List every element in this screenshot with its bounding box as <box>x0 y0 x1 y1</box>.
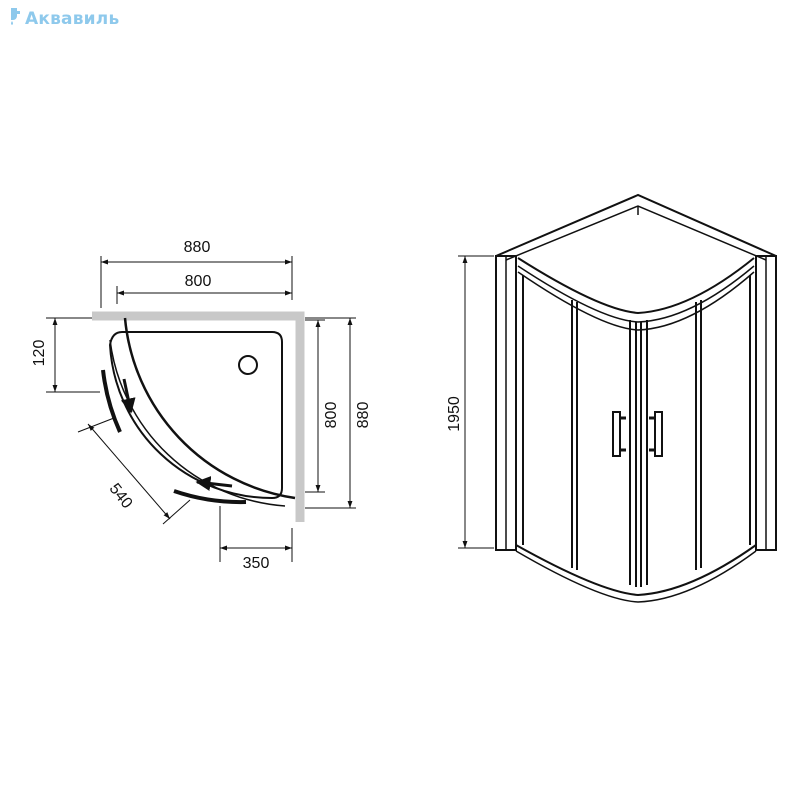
dim-side-offset: 120 <box>31 340 48 367</box>
door-panel-left <box>101 369 122 433</box>
wall-outline <box>92 311 305 522</box>
dim-overall-depth: 880 <box>355 402 372 429</box>
glass-arc-outer <box>123 317 296 500</box>
brand-logo: Аквавиль <box>8 6 119 31</box>
panel-left-door <box>629 320 637 587</box>
arrow-down-icon <box>120 378 136 414</box>
door-panel-bottom <box>173 489 247 505</box>
plan-view: 880 800 120 800 880 540 350 <box>31 239 372 572</box>
dim-inner-width: 800 <box>185 273 212 290</box>
door-handle-icon <box>612 411 626 457</box>
panel-right-door <box>640 320 648 587</box>
dim-door-arc: 540 <box>106 480 136 512</box>
arrow-left-icon <box>195 476 233 491</box>
dim-bottom-offset: 350 <box>243 555 270 572</box>
top-frame-outer <box>495 193 777 257</box>
top-curved-rail <box>517 257 755 315</box>
dim-inner-depth: 800 <box>323 402 340 429</box>
door-handle-icon <box>649 411 663 457</box>
faucet-icon <box>8 6 22 31</box>
drain-icon <box>238 355 258 375</box>
elevation-view: 1950 <box>446 193 777 603</box>
dim-overall-width: 880 <box>184 239 211 256</box>
brand-name: Аквавиль <box>25 8 120 29</box>
dim-height: 1950 <box>446 396 463 432</box>
bottom-curved-rail <box>515 544 757 597</box>
panel-right-fixed <box>695 300 702 570</box>
top-frame-inner <box>505 205 767 261</box>
